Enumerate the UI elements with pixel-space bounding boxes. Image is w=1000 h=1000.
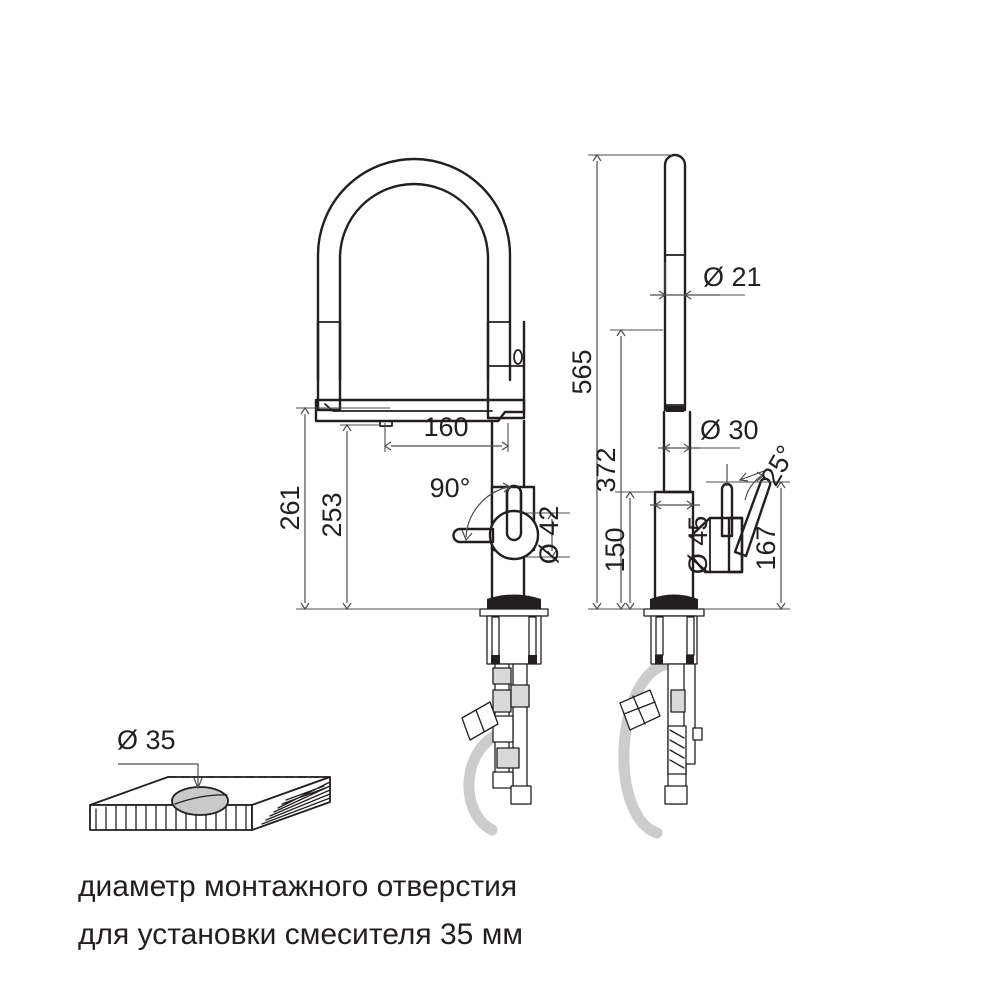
dim-21-label: Ø 21	[703, 262, 762, 292]
dim-30-label: Ø 30	[700, 415, 759, 445]
side-mounting-assembly	[618, 615, 703, 839]
caption-line-1: диаметр монтажного отверстия	[78, 870, 517, 903]
front-view: 261 253 160 90°	[275, 157, 570, 836]
dim-253: 253	[317, 423, 380, 611]
side-view: Ø 21 565 372 Ø 30	[567, 153, 801, 839]
front-button-icon	[513, 349, 523, 365]
side-body-nose	[691, 516, 744, 574]
front-gooseneck	[316, 157, 512, 382]
countertop-hatching	[95, 781, 331, 831]
countertop-detail: Ø 35	[89, 725, 331, 831]
dim-25deg-label: 25°	[755, 440, 801, 490]
dim-35-leader: Ø 35	[117, 725, 203, 790]
front-left-leg	[316, 320, 342, 412]
dim-35-label: Ø 35	[117, 725, 176, 755]
dim-45-label: Ø 45	[683, 516, 713, 575]
caption-line-2: для установки смесителя 35 мм	[78, 918, 523, 951]
side-column	[662, 410, 692, 494]
dim-167-label: 167	[751, 525, 781, 570]
front-mounting-assembly	[461, 615, 542, 836]
dim-90deg-label: 90°	[430, 473, 471, 503]
front-spout-bar	[314, 398, 526, 427]
dim-565-label: 565	[567, 349, 597, 394]
side-escutcheon	[643, 594, 705, 617]
dim-261-label: 261	[275, 485, 305, 530]
side-handle-upright	[720, 482, 734, 538]
dim-261: 261	[275, 406, 480, 611]
dim-372-label: 372	[591, 447, 621, 492]
dim-150-label: 150	[600, 527, 630, 572]
side-spout	[663, 153, 687, 412]
side-handle-tilted	[733, 477, 772, 558]
dim-42: Ø 42	[526, 506, 570, 565]
mounting-hole	[171, 786, 229, 816]
dim-21: Ø 21	[650, 262, 762, 300]
dim-150: 150	[600, 490, 655, 611]
dim-372: 372	[591, 328, 663, 611]
dim-253-label: 253	[317, 492, 347, 537]
dim-90deg: 90°	[430, 473, 512, 542]
countertop-front-edge	[89, 804, 253, 831]
front-right-column	[486, 320, 526, 420]
dim-25deg: 25°	[726, 440, 801, 501]
dim-565: 565	[567, 153, 672, 611]
dim-160: 160	[383, 412, 510, 452]
dim-167: 167	[704, 480, 790, 611]
dim-160-label: 160	[423, 412, 468, 442]
dim-30: Ø 30	[658, 415, 759, 453]
dim-42-label: Ø 42	[534, 506, 564, 565]
front-escutcheon	[479, 594, 549, 617]
dim-45: Ø 45	[650, 500, 713, 575]
